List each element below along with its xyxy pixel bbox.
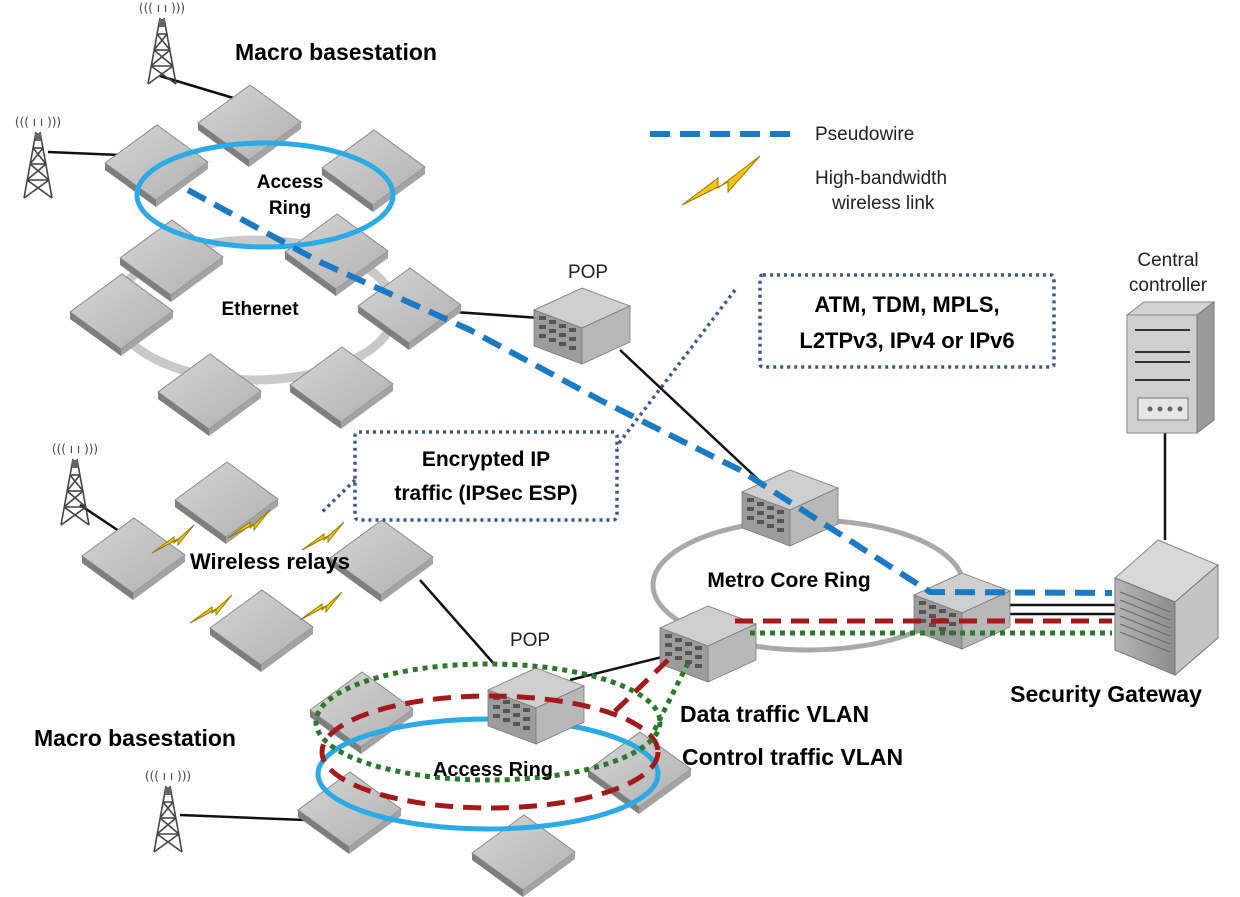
ethernet-label: Ethernet: [221, 299, 299, 320]
encrypted-line1: Encrypted IP: [422, 448, 550, 471]
access-ring-top-label-1: Access: [257, 172, 324, 193]
macro-basestation-bottom-label: Macro basestation: [34, 725, 236, 751]
legend-wireless-line2: wireless link: [831, 193, 935, 214]
central-controller-label-1: Central: [1137, 250, 1198, 271]
lightning-bolt-icon: [681, 155, 761, 206]
central-controller-label-2: controller: [1129, 275, 1208, 296]
pop-top-label: POP: [568, 262, 608, 283]
protocols-line1: ATM, TDM, MPLS,: [814, 292, 999, 317]
control-vlan-label: Control traffic VLAN: [682, 744, 903, 770]
pseudowire-path: [186, 187, 1113, 596]
security-gateway-device: [1114, 539, 1219, 677]
macro-basestation-top-label: Macro basestation: [235, 39, 437, 65]
server-icon: [1125, 300, 1216, 435]
data-vlan-path: [319, 618, 1112, 811]
data-vlan-label: Data traffic VLAN: [680, 701, 869, 727]
pop-bottom-label: POP: [510, 630, 550, 651]
encrypted-ip-callout: Encrypted IP traffic (IPSec ESP): [320, 430, 619, 522]
wireless-relays-label: Wireless relays: [190, 549, 350, 574]
access-ring-bottom-label: Access Ring: [433, 759, 553, 781]
security-gateway-label: Security Gateway: [1010, 681, 1202, 707]
encrypted-line2: traffic (IPSec ESP): [394, 482, 577, 505]
legend-pseudowire-label: Pseudowire: [815, 124, 914, 145]
access-ring-top-label-2: Ring: [269, 198, 311, 219]
access-ring-top: [134, 140, 396, 250]
legend: Pseudowire High-bandwidth wireless link: [650, 124, 947, 214]
legend-wireless-line1: High-bandwidth: [815, 168, 947, 189]
protocols-line2: L2TPv3, IPv4 or IPv6: [799, 328, 1014, 353]
control-vlan-path: [313, 630, 1112, 783]
protocols-callout: ATM, TDM, MPLS, L2TPv3, IPv4 or IPv6: [608, 273, 1056, 457]
metro-core-ring-label: Metro Core Ring: [707, 569, 870, 592]
